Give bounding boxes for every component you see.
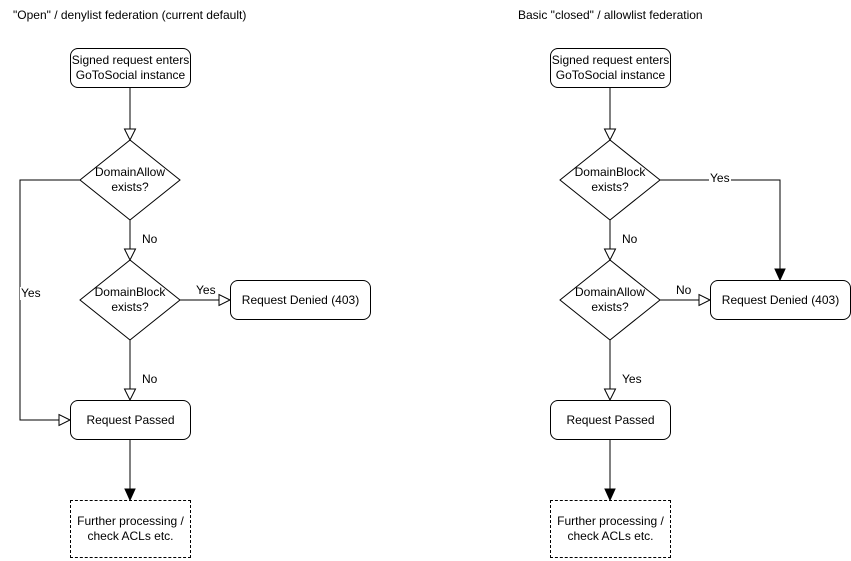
arrowhead-open-left-decision2: [125, 249, 136, 260]
edge-label-yes: Yes: [20, 286, 42, 300]
node-decision-domainallow: DomainAllow exists?: [574, 285, 646, 314]
node-further-processing: Further processing / check ACLs etc.: [550, 500, 671, 558]
diamond-right-decision2: [560, 260, 660, 340]
arrowhead-filled-right-further: [605, 489, 615, 500]
flowchart-right-edges: [610, 88, 780, 490]
chart-title: "Open" / denylist federation (current de…: [13, 8, 247, 22]
arrowhead-open-left-denied: [219, 295, 230, 306]
arrowhead-filled-left-further: [125, 489, 135, 500]
edge-label-no: No: [141, 232, 159, 246]
node-decision-domainblock: DomainBlock exists?: [94, 285, 166, 314]
edge-label-no: No: [675, 283, 693, 297]
node-start: Signed request enters GoToSocial instanc…: [550, 48, 671, 88]
edge-label-no: No: [141, 372, 159, 386]
arrowhead-open-right-denied-side: [699, 295, 710, 306]
edge-label-yes: Yes: [621, 372, 643, 386]
node-request-passed: Request Passed: [550, 400, 671, 440]
connector-left-decision1-yes-loop: [20, 180, 80, 420]
flowchart-right-shapes: [560, 129, 785, 500]
node-decision-domainallow: DomainAllow exists?: [94, 165, 166, 194]
flowchart-left-edges: [20, 88, 220, 490]
diamond-left-decision2: [80, 260, 180, 340]
edge-label-yes: Yes: [195, 283, 217, 297]
node-request-denied: Request Denied (403): [710, 280, 851, 320]
node-start: Signed request enters GoToSocial instanc…: [70, 48, 191, 88]
chart-title: Basic "closed" / allowlist federation: [518, 8, 703, 22]
arrowhead-open-left-decision1: [125, 129, 136, 140]
arrowhead-open-left-passed-side: [59, 415, 70, 426]
arrowhead-open-right-decision2: [605, 249, 616, 260]
edge-label-no: No: [621, 232, 639, 246]
diamond-right-decision1: [560, 140, 660, 220]
arrowhead-open-right-decision1: [605, 129, 616, 140]
edge-label-yes: Yes: [709, 171, 731, 185]
node-request-denied: Request Denied (403): [230, 280, 371, 320]
connector-right-decision1-yes-to-denied: [660, 180, 780, 269]
flowchart-left-shapes: [59, 129, 230, 500]
arrowhead-filled-right-denied-top: [775, 269, 785, 280]
diamond-left-decision1: [80, 140, 180, 220]
node-request-passed: Request Passed: [70, 400, 191, 440]
node-further-processing: Further processing / check ACLs etc.: [70, 500, 191, 558]
arrowhead-open-right-passed-top: [605, 389, 616, 400]
arrowhead-open-left-passed-top: [125, 389, 136, 400]
node-decision-domainblock: DomainBlock exists?: [574, 165, 646, 194]
